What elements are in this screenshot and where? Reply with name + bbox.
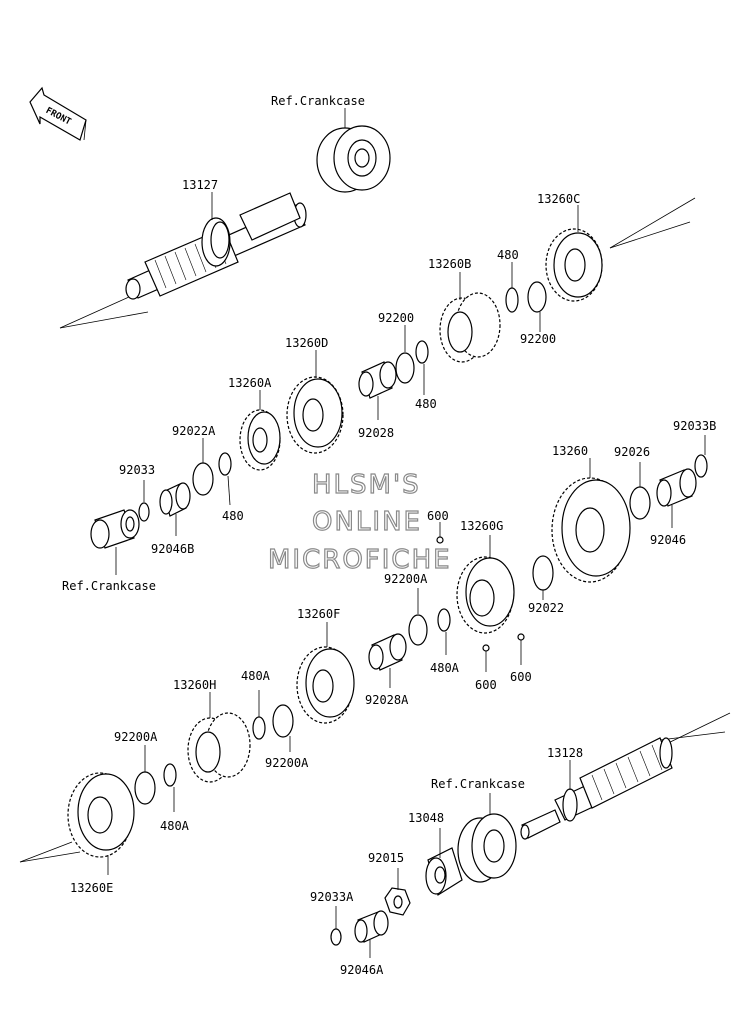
bearing-ref-crankcase-bottom: [457, 813, 517, 883]
washer-92200-right: [527, 281, 547, 313]
bearing-ref-crankcase-top: [316, 125, 391, 193]
watermark-line3: MICROFICHE: [268, 545, 452, 575]
label-92046: 92046: [650, 533, 686, 547]
label-92046B: 92046B: [151, 542, 194, 556]
washer-92022: [532, 555, 554, 591]
needle-bearing-92046: [656, 468, 697, 507]
label-92026: 92026: [614, 445, 650, 459]
label-600-b: 600: [475, 678, 497, 692]
collar-13048: [425, 847, 463, 896]
label-92200A-lower: 92200A: [265, 756, 309, 770]
gear-13260C: [545, 228, 603, 302]
label-92200A-mid: 92200A: [384, 572, 428, 586]
label-ref-crankcase-bottom: Ref.Crankcase: [431, 777, 525, 791]
bearing-ref-crankcase-left: [90, 509, 140, 549]
circlip-480A-left: [163, 763, 177, 787]
label-13260G: 13260G: [460, 519, 503, 533]
watermark: HLSM'S ONLINE MICROFICHE: [267, 469, 452, 575]
needle-bearing-92028: [358, 361, 397, 399]
label-480A-left: 480A: [160, 819, 190, 833]
circlip-480A-lower: [252, 716, 266, 740]
label-92033A: 92033A: [310, 890, 354, 904]
label-600-c: 600: [510, 670, 532, 684]
ball-600-c: [517, 633, 525, 641]
gear-13260: [551, 477, 631, 583]
washer-92022A: [192, 462, 214, 496]
circlip-480-upper: [505, 287, 519, 313]
washer-92026: [629, 486, 651, 520]
label-13260B: 13260B: [428, 257, 471, 271]
gear-13260E: [67, 772, 135, 858]
shaft-13127: [125, 192, 307, 300]
label-13260F: 13260F: [297, 607, 340, 621]
circlip-92033: [138, 502, 150, 522]
nut-92015: [384, 887, 411, 916]
axis-line: [59, 291, 141, 329]
gear-13260B: [439, 292, 501, 363]
label-13048: 13048: [408, 811, 444, 825]
label-92033: 92033: [119, 463, 155, 477]
label-92028: 92028: [358, 426, 394, 440]
label-13260: 13260: [552, 444, 588, 458]
label-ref-crankcase-left: Ref.Crankcase: [62, 579, 156, 593]
label-92022A: 92022A: [172, 424, 216, 438]
circlip-480-left: [218, 452, 232, 476]
label-ref-crankcase-top: Ref.Crankcase: [271, 94, 365, 108]
washer-92200-mid: [395, 352, 415, 384]
needle-bearing-92046A: [354, 910, 389, 943]
washer-92200A-left: [134, 771, 156, 805]
shaft-13128: [520, 712, 731, 840]
label-92028A: 92028A: [365, 693, 409, 707]
axis-line: [59, 311, 149, 329]
watermark-line1: HLSM'S: [312, 470, 421, 500]
label-600-a: 600: [427, 509, 449, 523]
label-92200-right: 92200: [520, 332, 556, 346]
label-92033B: 92033B: [673, 419, 716, 433]
label-13260A: 13260A: [228, 376, 272, 390]
gear-13260H: [187, 712, 251, 783]
label-92200-mid: 92200: [378, 311, 414, 325]
gear-13260F: [296, 646, 355, 724]
label-13260D: 13260D: [285, 336, 328, 350]
label-92200A-left: 92200A: [114, 730, 158, 744]
label-480-upper: 480: [497, 248, 519, 262]
circlip-92033B: [694, 454, 708, 478]
label-480-left: 480: [222, 509, 244, 523]
gear-13260D: [286, 376, 344, 454]
label-480A-lower: 480A: [241, 669, 271, 683]
label-13260E: 13260E: [70, 881, 113, 895]
label-92022: 92022: [528, 601, 564, 615]
needle-bearing-92028A: [368, 633, 407, 671]
ball-600-a: [436, 536, 444, 544]
label-92046A: 92046A: [340, 963, 384, 977]
label-13260C: 13260C: [537, 192, 580, 206]
front-arrow-icon: FRONT: [29, 86, 87, 141]
circlip-480-mid: [415, 340, 429, 364]
label-480-mid: 480: [415, 397, 437, 411]
gear-13260G: [456, 556, 515, 634]
label-480A-mid: 480A: [430, 661, 460, 675]
circlip-92033A: [330, 928, 342, 946]
needle-bearing-92046B: [159, 482, 191, 517]
washer-92200A-mid: [408, 614, 428, 646]
ball-600-b: [482, 644, 490, 652]
washer-92200A-lower: [272, 704, 294, 738]
watermark-line2: ONLINE: [312, 507, 422, 537]
label-13127: 13127: [182, 178, 218, 192]
circlip-480A-mid: [437, 608, 451, 632]
label-92015: 92015: [368, 851, 404, 865]
gear-13260A: [239, 409, 281, 471]
label-13128: 13128: [547, 746, 583, 760]
label-13260H: 13260H: [173, 678, 216, 692]
